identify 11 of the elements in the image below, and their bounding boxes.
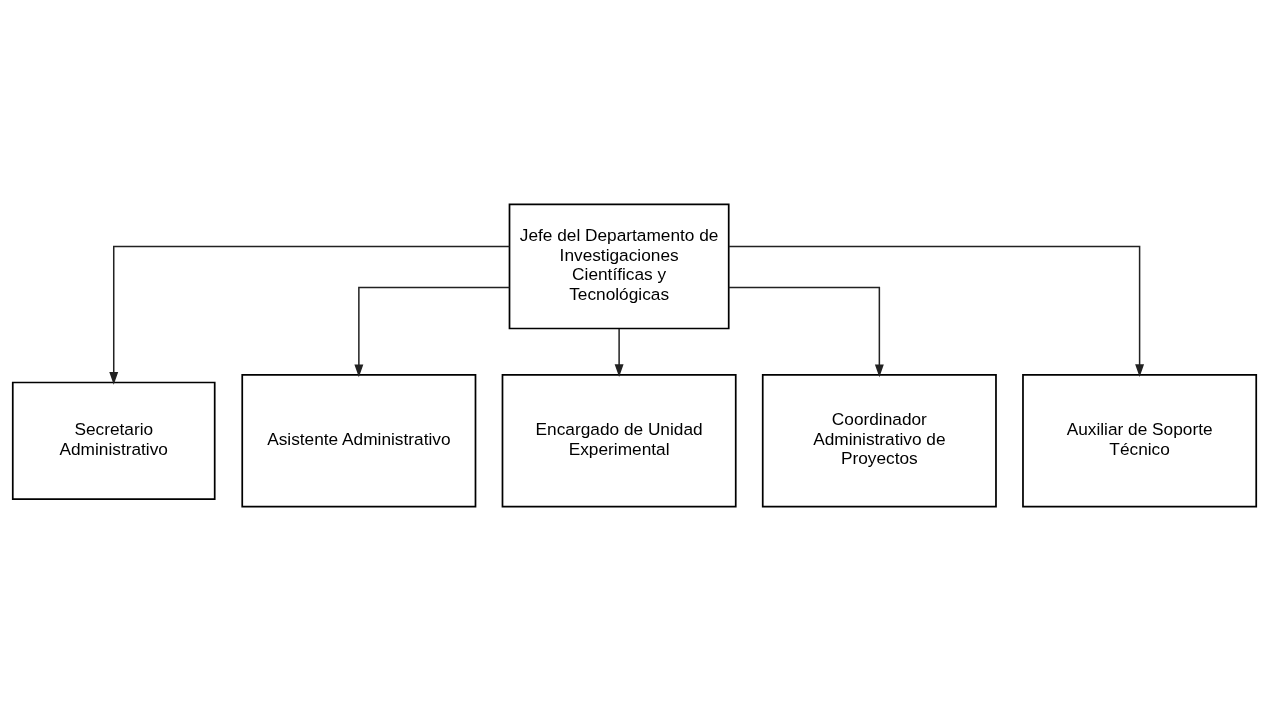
node-box: Jefe del Departamento de Investigaciones Científicas y Tecnológicas [508,203,730,330]
arrow [109,245,511,385]
node-box: Coordinador Administrativo de Proyectos [761,374,997,508]
arrow [727,286,884,378]
node-box: Secretario Administrativo [11,381,216,500]
arrow [354,286,511,378]
arrow [728,245,1145,377]
node-box: Encargado de Unidad Experimental [501,374,737,508]
arrow [614,328,624,377]
node-box: Asistente Administrativo [241,374,477,508]
node-box: Auxiliar de Soporte Técnico [1022,374,1258,508]
